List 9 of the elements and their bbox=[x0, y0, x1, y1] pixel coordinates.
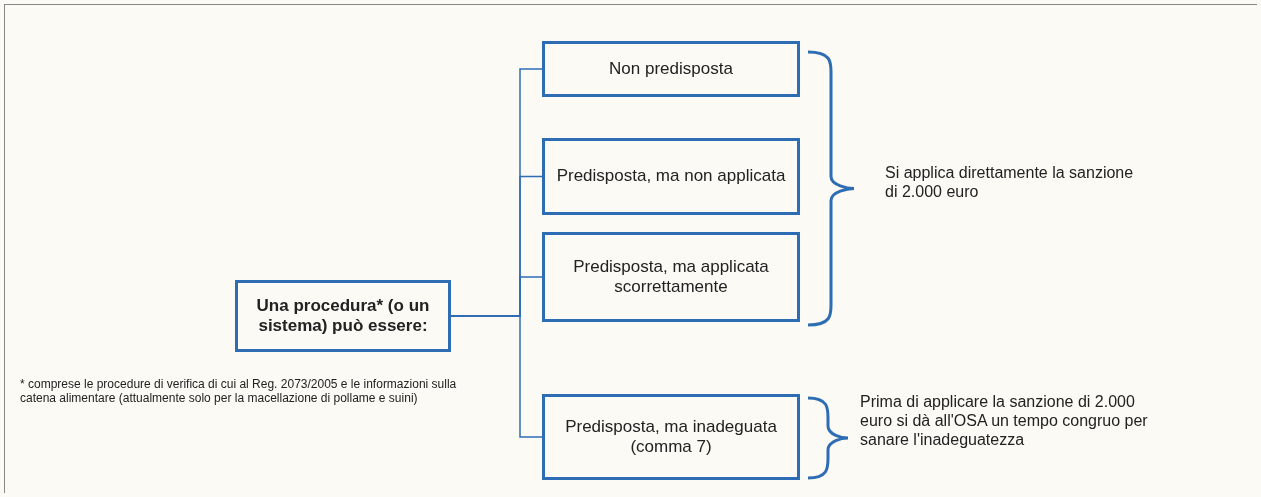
footnote: * comprese le procedure di verifica di cui al Reg. 2073/2005 e le informazioni sulla catena alimentare (attualmente solo per la macellazione di pollame e suini) bbox=[20, 378, 458, 406]
bracket-note: Si applica direttamente la sanzione di 2.000 euro bbox=[885, 163, 1135, 202]
option-box: Predisposta, ma applicata scorrettamente bbox=[542, 232, 800, 322]
connector-line bbox=[450, 315, 543, 438]
option-box: Predisposta, ma inadeguata (comma 7) bbox=[542, 394, 800, 480]
bracket-note: Prima di applicare la sanzione di 2.000 euro si dà all'OSA un tempo congruo per sanare l'inadeguatezza bbox=[860, 392, 1149, 450]
heading-box: Una procedura* (o un sistema) può essere: bbox=[235, 280, 451, 352]
option-box: Non predisposta bbox=[542, 41, 800, 97]
option-box: Predisposta, ma non applicata bbox=[542, 138, 800, 215]
